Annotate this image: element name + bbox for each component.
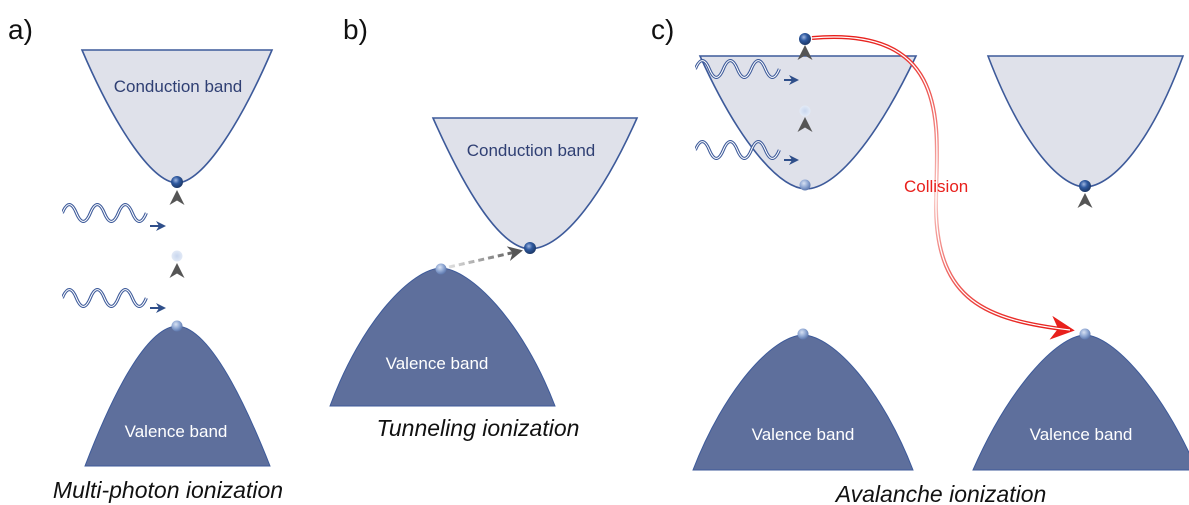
panel-a-photon-upper [62,203,148,223]
panel-b-tunneling-arrow [448,246,523,269]
panel-c-letter: c) [651,14,674,45]
panel-c-left-conduction-band [698,55,918,190]
panel-a-valence-band [84,325,271,467]
panel-b-letter: b) [343,14,368,45]
panel-c-electron-hot [799,33,811,45]
panel-a-photon-lower [62,288,148,308]
panel-a-electron-virtual [171,250,183,262]
panel-b-caption: Tunneling ionization [377,415,580,441]
panel-b: b) Conduction band Valence band Tunnelin… [329,14,639,441]
panel-c-electron-virtual [799,105,811,117]
panel-a-electron-valence [171,320,183,332]
panel-c-right-conduction-band [986,55,1185,188]
panel-b-electron-conduction [524,242,536,254]
panel-c-right-electron-conduction [1079,180,1091,192]
panel-b-conduction-band [431,117,639,250]
panel-a-electron-conduction [171,176,183,188]
panel-c-right-valence-label: Valence band [1030,425,1133,444]
panel-a-caption: Multi-photon ionization [53,477,283,503]
panel-c-collision-label: Collision [904,177,968,196]
panel-a-valence-label: Valence band [125,422,228,441]
panel-a: a) Conduction band Valence band Multi-ph… [8,14,283,503]
panel-c: c) Valence band Valence band Collision [651,14,1189,505]
panel-b-conduction-label: Conduction band [467,141,596,160]
panel-c-left-valence-band [692,334,914,471]
panel-a-conduction-label: Conduction band [114,77,243,96]
panel-a-letter: a) [8,14,33,45]
panel-c-left-electron-valence [797,328,809,340]
panel-b-valence-band [329,267,556,407]
panel-b-electron-valence [435,263,447,275]
panel-c-caption: Avalanche ionization [834,481,1047,505]
panel-c-collision-arrow-highlight [811,36,1071,331]
panel-b-valence-label: Valence band [386,354,489,373]
panel-c-right-electron-valence [1079,328,1091,340]
panel-c-left-valence-label: Valence band [752,425,855,444]
panel-c-electron-conduction-min [799,179,811,191]
panel-a-conduction-band [80,49,274,184]
panel-c-right-valence-band [972,334,1189,471]
